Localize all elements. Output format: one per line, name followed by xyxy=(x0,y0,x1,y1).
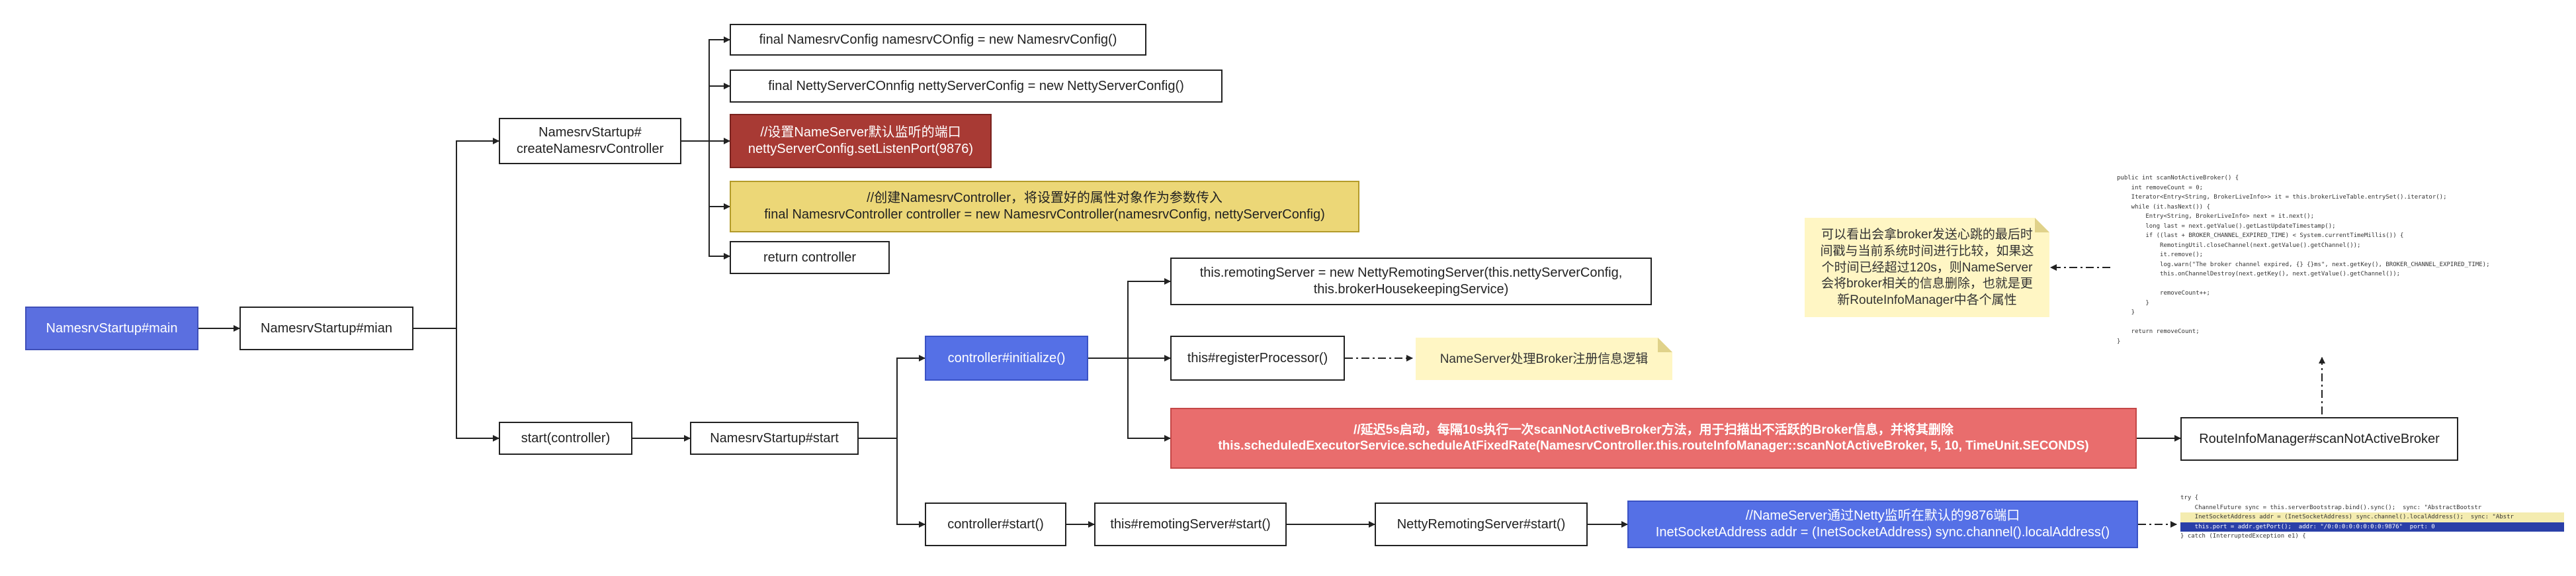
code-line: } xyxy=(2117,338,2121,345)
node-netty-remoting-server-start[interactable]: NettyRemotingServer#start() xyxy=(1375,503,1588,546)
edge-create-return xyxy=(708,207,730,260)
code-line: if ((last + BROKER_CHANNEL_EXPIRED_TIME)… xyxy=(2117,232,2404,239)
node-namesrvstartup-main[interactable]: NamesrvStartup#main xyxy=(25,307,198,350)
edge-create-namesrvconfig xyxy=(681,36,730,142)
node-controller-start[interactable]: controller#start() xyxy=(925,503,1066,546)
node-create-namesrv-controller[interactable]: NamesrvStartup# createNamesrvController xyxy=(499,118,681,164)
code-line: int removeCount = 0; xyxy=(2117,184,2204,191)
node-set-listen-port[interactable]: //设置NameServer默认监听的端口 nettyServerConfig.… xyxy=(730,114,992,168)
note-scan-explain: 可以看出会拿broker发送心跳的最后时 间戳与当前系统时间进行比较，如果这 个… xyxy=(1805,218,2049,317)
node-return-controller[interactable]: return controller xyxy=(730,241,890,274)
code-line: removeCount++; xyxy=(2117,290,2210,297)
code-line: this.port = addr.getPort(); addr: "/0:0:… xyxy=(2180,522,2564,532)
edge-mian-start xyxy=(413,328,499,442)
node-new-netty-remoting-server[interactable]: this.remotingServer = new NettyRemotingS… xyxy=(1170,258,1652,305)
code-line: this.onChannelDestroy(next.getKey(), nex… xyxy=(2117,271,2401,277)
edge-initialize-remotingserver xyxy=(1088,278,1171,359)
node-namesrvstartup-mian[interactable]: NamesrvStartup#mian xyxy=(239,307,413,350)
edge-mian-create xyxy=(413,138,499,329)
code-line: while (it.hasNext()) { xyxy=(2117,203,2210,211)
code-line: Entry<String, BrokerLiveInfo> next = it.… xyxy=(2117,213,2315,220)
code-line: long last = next.getValue().getLastUpdat… xyxy=(2117,222,2336,230)
code-bind-port: try { ChannelFuture sync = this.serverBo… xyxy=(2180,493,2564,542)
node-controller-initialize[interactable]: controller#initialize() xyxy=(925,336,1088,381)
edge-startupstart-initialize xyxy=(859,355,925,439)
node-new-namesrv-controller[interactable]: //创建NamesrvController，将设置好的属性对象作为参数传入 fi… xyxy=(730,181,1359,232)
code-line: try { xyxy=(2180,495,2199,501)
node-namesrv-config[interactable]: final NamesrvConfig namesrvCOnfig = new … xyxy=(730,24,1146,56)
node-routeinfo-scan-not-active[interactable]: RouteInfoManager#scanNotActiveBroker xyxy=(2180,417,2458,461)
node-remoting-server-start[interactable]: this#remotingServer#start() xyxy=(1094,503,1287,546)
code-line: InetSocketAddress addr = (InetSocketAddr… xyxy=(2180,512,2564,522)
edge-startupstart-controllerstart xyxy=(859,438,925,528)
code-line xyxy=(2117,318,2547,328)
code-line: ChannelFuture sync = this.serverBootstra… xyxy=(2180,504,2482,511)
code-line: RemotingUtil.closeChannel(next.getValue(… xyxy=(2117,242,2361,249)
node-schedule-scan[interactable]: //延迟5s启动，每隔10s执行一次scanNotActiveBroker方法，… xyxy=(1170,408,2137,469)
node-start-controller[interactable]: start(controller) xyxy=(499,422,632,455)
edge-initialize-schedule xyxy=(1127,358,1171,442)
node-bind-port[interactable]: //NameServer通过Netty监听在默认的9876端口 InetSock… xyxy=(1627,501,2138,548)
code-scan-not-active-broker: public int scanNotActiveBroker() { int r… xyxy=(2117,173,2547,346)
code-line: log.warn("The broker channel expired, {}… xyxy=(2117,261,2490,268)
code-line: Iterator<Entry<String, BrokerLiveInfo>> … xyxy=(2117,194,2447,201)
node-namesrvstartup-start[interactable]: NamesrvStartup#start xyxy=(690,422,859,455)
note-register-processor: NameServer处理Broker注册信息逻辑 xyxy=(1416,338,1672,380)
code-line: public int scanNotActiveBroker() { xyxy=(2117,175,2239,181)
code-line: } catch (InterruptedException e1) { xyxy=(2180,533,2306,540)
code-line xyxy=(2117,279,2547,289)
code-line: } xyxy=(2117,309,2135,316)
code-line: it.remove(); xyxy=(2117,252,2204,258)
edge-create-controller xyxy=(708,141,730,210)
node-netty-server-config[interactable]: final NettyServerCOnnfig nettyServerConf… xyxy=(730,70,1223,103)
code-line: } xyxy=(2117,299,2149,307)
code-line: return removeCount; xyxy=(2117,328,2200,335)
node-register-processor[interactable]: this#registerProcessor() xyxy=(1170,336,1345,381)
